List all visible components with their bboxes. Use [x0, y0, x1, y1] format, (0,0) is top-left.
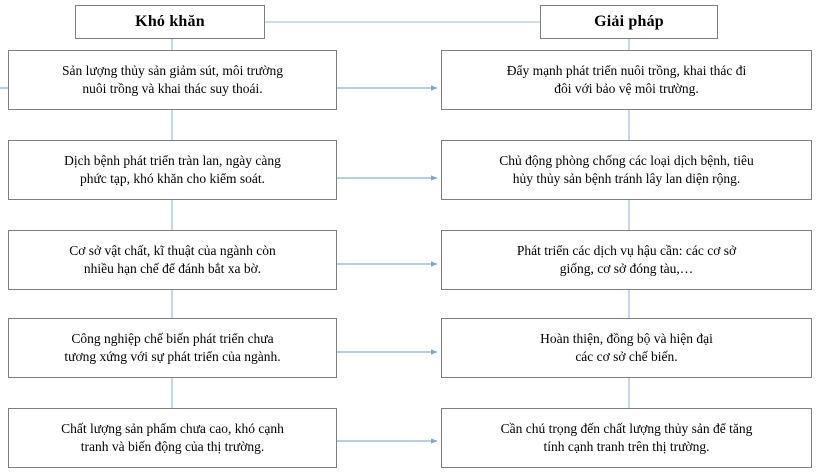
solution-text: Cần chú trọng đến chất lượng thủy sản để… [500, 421, 753, 454]
difficulty-text: Dịch bệnh phát triển tràn lan, ngày càng… [64, 153, 281, 186]
difficulty-box: Cơ sở vật chất, kĩ thuật của ngành còn n… [8, 230, 337, 290]
solution-box: Đẩy mạnh phát triển nuôi trồng, khai thá… [441, 50, 812, 110]
difficulty-text: Cơ sở vật chất, kĩ thuật của ngành còn n… [69, 243, 276, 276]
solution-text: Hoàn thiện, đồng bộ và hiện đại các cơ s… [540, 331, 713, 364]
column-header-difficulties: Khó khăn [75, 5, 265, 39]
row-arrows [337, 85, 438, 444]
solution-box: Phát triển các dịch vụ hậu cần: các cơ s… [441, 230, 812, 290]
column-header-difficulties-label: Khó khăn [135, 13, 205, 31]
solution-box: Hoàn thiện, đồng bộ và hiện đại các cơ s… [441, 318, 812, 378]
difficulty-box: Dịch bệnh phát triển tràn lan, ngày càng… [8, 140, 337, 200]
solution-box: Cần chú trọng đến chất lượng thủy sản để… [441, 408, 812, 468]
difficulty-text: Sản lượng thủy sản giảm sút, môi trường … [62, 63, 283, 96]
solution-text: Phát triển các dịch vụ hậu cần: các cơ s… [516, 243, 737, 276]
difficulty-text: Công nghiệp chế biến phát triển chưa tươ… [64, 331, 281, 364]
difficulty-box: Sản lượng thủy sản giảm sút, môi trường … [8, 50, 337, 110]
solution-text: Chủ động phòng chống các loại dịch bệnh,… [499, 153, 754, 186]
solution-text: Đẩy mạnh phát triển nuôi trồng, khai thá… [506, 63, 747, 96]
column-header-solutions: Giải pháp [540, 5, 718, 39]
difficulty-text: Chất lượng sản phẩm chưa cao, khó cạnh t… [61, 421, 284, 454]
difficulty-box: Công nghiệp chế biến phát triển chưa tươ… [8, 318, 337, 378]
column-header-solutions-label: Giải pháp [594, 13, 664, 31]
solution-box: Chủ động phòng chống các loại dịch bệnh,… [441, 140, 812, 200]
difficulty-box: Chất lượng sản phẩm chưa cao, khó cạnh t… [8, 408, 337, 468]
